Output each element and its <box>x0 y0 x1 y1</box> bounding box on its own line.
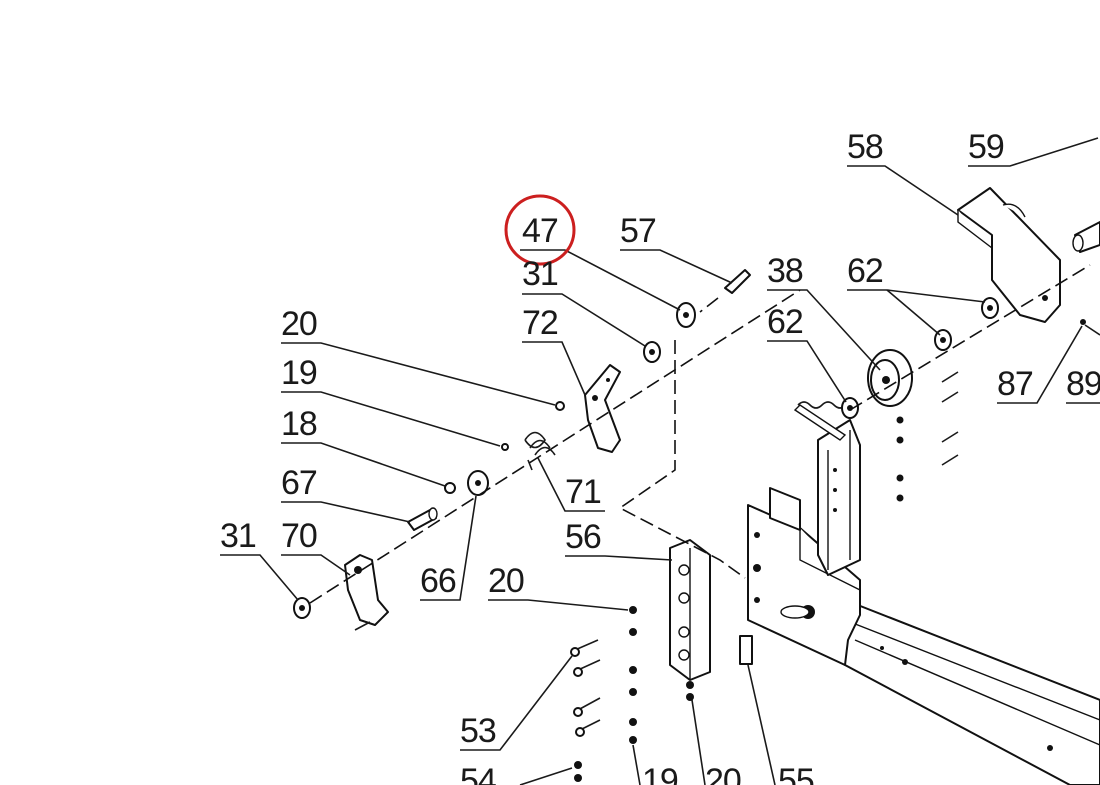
callout-label-62-top: 62 <box>847 252 883 290</box>
frame-beam <box>844 599 1100 785</box>
callout-label-38: 38 <box>767 252 803 290</box>
callout-label-67: 67 <box>281 464 317 502</box>
callout-label-89: 89 <box>1066 365 1100 403</box>
callout-label-20-mid: 20 <box>488 562 524 600</box>
callout-58: 58 <box>847 128 959 216</box>
callout-71: 71 <box>537 457 605 512</box>
assembly-axis <box>309 289 801 604</box>
callout-label-66: 66 <box>420 562 456 600</box>
shaft-59 <box>1072 221 1100 253</box>
callout-87: 87 <box>997 325 1083 404</box>
callout-label-19-bottom: 19 <box>642 762 678 785</box>
spring-71 <box>524 431 556 471</box>
nut-18 <box>444 482 456 494</box>
callout-53: 53 <box>460 655 573 751</box>
small-nuts-20 <box>574 606 694 782</box>
callout-label-87: 87 <box>997 365 1033 403</box>
pin-67 <box>407 507 438 531</box>
bracket-70 <box>344 554 389 631</box>
callouts: 58 59 47 57 31 72 38 62 <box>220 128 1100 785</box>
mounting-plate <box>747 487 861 666</box>
callout-20-top: 20 <box>281 305 556 406</box>
callout-label-57: 57 <box>620 212 656 250</box>
callout-label-20-top: 20 <box>281 305 317 343</box>
callout-label-53: 53 <box>460 712 496 750</box>
callout-label-56: 56 <box>565 518 601 556</box>
bushing-66 <box>467 470 489 496</box>
parts-drawing <box>293 187 1100 785</box>
callout-label-54: 54 <box>460 762 496 785</box>
block-56 <box>669 539 711 681</box>
callout-57: 57 <box>620 212 733 284</box>
callout-31-top: 31 <box>522 255 646 347</box>
callout-19-top: 19 <box>281 354 501 447</box>
callout-72: 72 <box>522 304 586 396</box>
pin-19-top <box>501 443 509 451</box>
callout-89: 89 <box>1066 324 1100 404</box>
callout-38: 38 <box>767 252 881 371</box>
callout-70: 70 <box>281 517 351 576</box>
bolt-57 <box>699 269 751 313</box>
callout-label-55: 55 <box>778 762 814 785</box>
callout-label-59: 59 <box>968 128 1004 166</box>
callout-label-31-bottom: 31 <box>220 517 256 555</box>
callout-62-mid: 62 <box>767 303 847 403</box>
callout-67: 67 <box>281 464 411 523</box>
washer-31-bottom <box>293 597 311 619</box>
callout-20-mid: 20 <box>488 562 629 611</box>
callout-label-47: 47 <box>522 212 558 250</box>
callout-label-20-bottom: 20 <box>705 762 741 785</box>
nut-47 <box>676 302 696 328</box>
bolts-53 <box>570 639 601 737</box>
callout-label-19-top: 19 <box>281 354 317 392</box>
callout-59: 59 <box>968 128 1099 167</box>
callout-label-70: 70 <box>281 517 317 555</box>
pin-20-top <box>555 401 565 411</box>
callout-55: 55 <box>747 664 815 785</box>
callout-label-31-top: 31 <box>522 255 558 293</box>
washer-31-top <box>643 341 661 363</box>
callout-54: 54 <box>460 762 573 785</box>
callout-19-bottom: 19 <box>632 744 679 785</box>
callout-47: 47 <box>504 194 681 311</box>
highlight-circle <box>504 194 576 266</box>
callout-56: 56 <box>565 518 673 561</box>
callout-label-72: 72 <box>522 304 558 342</box>
vertical-post <box>793 401 861 576</box>
callout-18: 18 <box>281 405 446 487</box>
bolts-post <box>896 319 1086 502</box>
callout-label-71: 71 <box>565 473 601 511</box>
callout-31-bottom: 31 <box>220 517 299 601</box>
callout-66: 66 <box>420 495 477 601</box>
callout-label-58: 58 <box>847 128 883 166</box>
pulley-38 <box>867 349 913 407</box>
lever-72 <box>584 364 621 453</box>
callout-label-62-mid: 62 <box>767 303 803 341</box>
callout-20-bottom: 20 <box>691 699 742 785</box>
bracket-55 <box>739 635 753 665</box>
callout-label-18: 18 <box>281 405 317 443</box>
callout-62-top: 62 <box>847 252 986 336</box>
bracket-58 <box>957 187 1061 323</box>
